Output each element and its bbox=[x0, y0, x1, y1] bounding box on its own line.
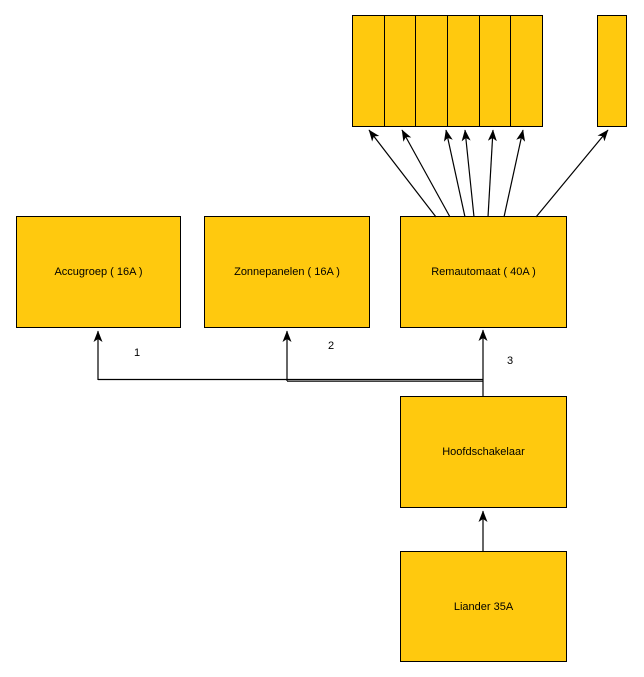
breaker-cell[interactable] bbox=[447, 16, 479, 126]
edge-label-3: 3 bbox=[507, 355, 514, 367]
node-zonnepanelen-label: Zonnepanelen ( 16A ) bbox=[234, 266, 340, 278]
node-hoofdschakelaar-label: Hoofdschakelaar bbox=[442, 446, 525, 458]
edge-remautomaat-breaker2 bbox=[401, 129, 451, 218]
breaker-single[interactable] bbox=[597, 15, 627, 127]
breaker-cell[interactable] bbox=[415, 16, 447, 126]
node-liander[interactable]: Liander 35A bbox=[400, 551, 567, 662]
edge-label-1: 1 bbox=[134, 347, 141, 359]
node-hoofdschakelaar[interactable]: Hoofdschakelaar bbox=[400, 396, 567, 508]
breaker-cell[interactable] bbox=[383, 16, 416, 126]
edge-remautomaat-breaker-single bbox=[535, 129, 609, 218]
breaker-cell[interactable] bbox=[353, 16, 384, 126]
breaker-strip[interactable] bbox=[352, 15, 543, 127]
node-zonnepanelen[interactable]: Zonnepanelen ( 16A ) bbox=[204, 216, 370, 328]
edge-remautomaat-breaker1 bbox=[368, 129, 437, 218]
edge-remautomaat-breaker5 bbox=[487, 129, 497, 218]
edge-remautomaat-breaker3 bbox=[443, 129, 466, 218]
edge-remautomaat-breaker4 bbox=[461, 129, 475, 218]
node-liander-label: Liander 35A bbox=[453, 600, 514, 613]
node-remautomaat-label: Remautomaat ( 40A ) bbox=[431, 266, 536, 278]
node-accugroep-label: Accugroep ( 16A ) bbox=[54, 266, 143, 278]
breaker-cell[interactable] bbox=[478, 16, 511, 126]
edge-label-2: 2 bbox=[328, 340, 335, 352]
breaker-cell[interactable] bbox=[510, 16, 542, 126]
edge-remautomaat-breaker6 bbox=[503, 129, 526, 218]
node-accugroep[interactable]: Accugroep ( 16A ) bbox=[16, 216, 181, 328]
node-remautomaat[interactable]: Remautomaat ( 40A ) bbox=[400, 216, 567, 328]
